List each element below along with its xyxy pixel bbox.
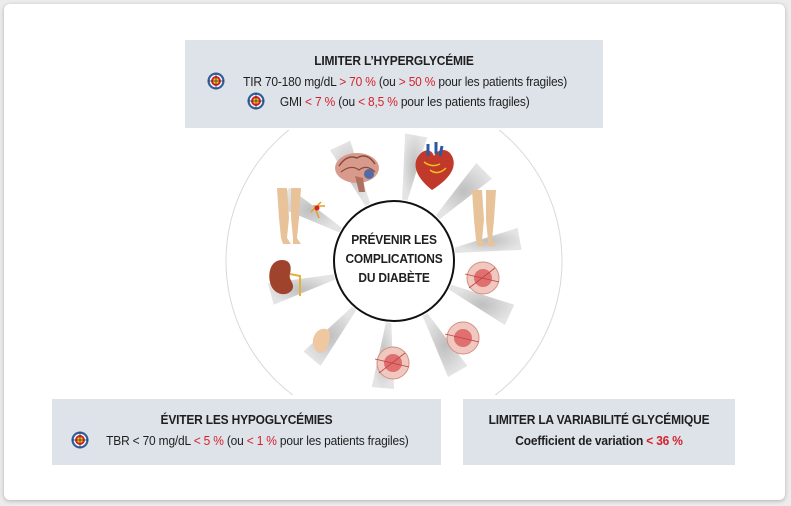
gmi-suffix: pour les patients fragiles) (401, 93, 530, 109)
wheel-divider (422, 313, 468, 378)
variability-title: LIMITER LA VARIABILITÉ GLYCÉMIQUE (488, 412, 710, 427)
hyperglycemia-box: LIMITER L’HYPERGLYCÉMIE TIR 70-180 mg/dL… (185, 40, 603, 128)
heart-icon (415, 142, 454, 190)
eye-icon (374, 346, 410, 380)
gmi-line: GMI < 7 % (ou < 8,5 % pour les patients … (185, 91, 603, 111)
tbr-label: TBR < 70 mg/dL (106, 432, 191, 448)
center-label: PRÉVENIR LES COMPLICATIONS DU DIABÈTE (335, 230, 453, 287)
target-icon (207, 72, 225, 90)
brain-icon (335, 153, 379, 192)
wheel-divider (435, 162, 493, 220)
tir-line: TIR 70-180 mg/dL > 70 % (ou > 50 % pour … (185, 71, 603, 91)
tbr-target-fragile: < 1 % (246, 432, 277, 448)
gmi-target: < 7 % (305, 93, 336, 109)
gmi-mid: (ou (338, 93, 356, 109)
kidney-icon (269, 260, 301, 296)
eye-icon (464, 261, 500, 295)
target-icon (71, 431, 89, 449)
center-line-2: COMPLICATIONS (345, 251, 443, 266)
tir-label: TIR 70-180 mg/dL (243, 73, 337, 89)
center-line-1: PRÉVENIR LES (351, 232, 437, 247)
tir-target-fragile: > 50 % (398, 73, 436, 89)
legs-icon (472, 190, 496, 246)
tbr-mid: (ou (226, 432, 244, 448)
hypoglycemia-box: ÉVITER LES HYPOGLYCÉMIES TBR < 70 mg/dL … (52, 399, 441, 465)
hypoglycemia-title: ÉVITER LES HYPOGLYCÉMIES (160, 412, 333, 427)
eye-icon (444, 321, 480, 355)
foot-icon (312, 328, 330, 353)
tbr-line: TBR < 70 mg/dL < 5 % (ou < 1 % pour les … (52, 430, 441, 450)
tir-target: > 70 % (339, 73, 376, 89)
gmi-target-fragile: < 8,5 % (358, 93, 399, 109)
gmi-label: GMI (280, 93, 303, 109)
variability-box: LIMITER LA VARIABILITÉ GLYCÉMIQUE Coeffi… (463, 399, 735, 465)
target-icon (247, 92, 265, 110)
tir-suffix: pour les patients fragiles) (438, 73, 567, 89)
tbr-suffix: pour les patients fragiles) (280, 432, 409, 448)
cv-label: Coefficient de variation (515, 432, 644, 448)
tir-mid: (ou (378, 73, 396, 89)
center-circle (333, 200, 455, 322)
cv-line: Coefficient de variation < 36 % (463, 430, 735, 450)
tbr-target: < 5 % (193, 432, 224, 448)
wheel-divider (402, 133, 428, 201)
complications-wheel (225, 130, 563, 395)
hyperglycemia-title: LIMITER L’HYPERGLYCÉMIE (314, 53, 474, 68)
wheel-divider (448, 284, 515, 325)
cv-target: < 36 % (646, 432, 683, 448)
center-line-3: DU DIABÈTE (358, 270, 430, 285)
nerve-legs-icon (277, 188, 325, 244)
